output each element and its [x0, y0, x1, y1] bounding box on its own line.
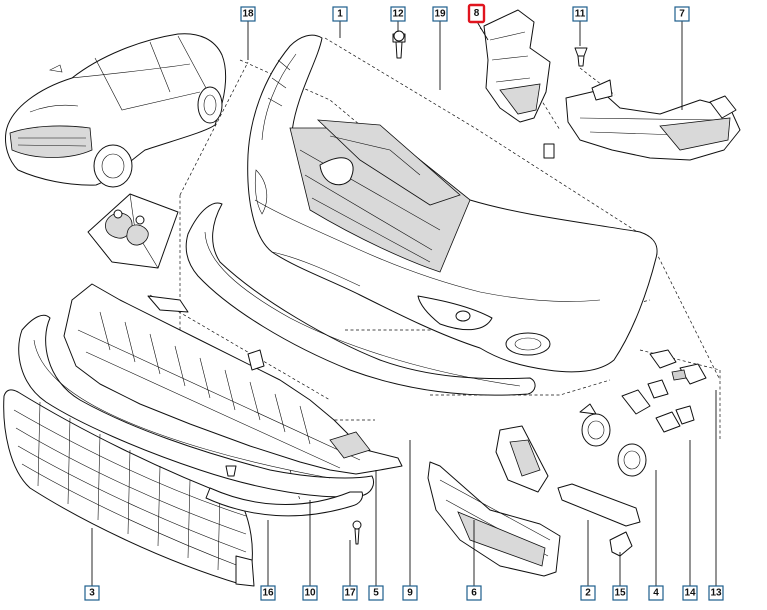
towing-eye-cover — [609, 531, 633, 557]
car-illustration — [5, 33, 227, 188]
callout-13: 13 — [708, 585, 724, 601]
callout-17: 17 — [342, 585, 358, 601]
callout-5-label: 5 — [373, 588, 379, 599]
callout-15: 15 — [612, 585, 628, 601]
callout-10-label: 10 — [304, 588, 316, 599]
callout-19: 19 — [432, 6, 448, 22]
upper-bumper-trim — [185, 202, 536, 396]
left-fender-bracket — [483, 9, 555, 159]
callout-8-highlighted: 8 — [467, 3, 486, 24]
callout-9: 9 — [402, 585, 418, 601]
fog-lamp-brackets — [621, 379, 695, 433]
callout-18: 18 — [240, 6, 256, 22]
callout-5: 5 — [368, 585, 384, 601]
callout-1-label: 1 — [337, 9, 343, 20]
clip-17 — [352, 520, 362, 545]
callout-4-label: 4 — [653, 588, 659, 599]
lower-air-intake-grille — [427, 461, 561, 577]
callout-16: 16 — [260, 585, 276, 601]
callout-10: 10 — [302, 585, 318, 601]
callout-11: 11 — [572, 6, 588, 22]
callout-3-label: 3 — [89, 588, 95, 599]
front-bumper-cover — [247, 34, 658, 373]
callout-2: 2 — [580, 585, 596, 601]
callout-17-label: 17 — [344, 588, 356, 599]
callout-13-label: 13 — [710, 588, 722, 599]
leader-lines — [91, 19, 717, 586]
callout-11-label: 11 — [575, 9, 586, 20]
lower-trim-strip — [205, 487, 363, 517]
callout-14: 14 — [682, 585, 698, 601]
callout-16-label: 16 — [262, 588, 274, 599]
bumper-mounting-clips — [649, 349, 707, 385]
callout-4: 4 — [648, 585, 664, 601]
callout-14-label: 14 — [684, 588, 696, 599]
fog-lamp-bezels — [495, 425, 641, 527]
bumper-reinforcement-absorber — [63, 283, 403, 477]
fastener-screw-12 — [392, 30, 406, 59]
callout-9-label: 9 — [407, 588, 413, 599]
callout-8-label: 8 — [474, 8, 480, 19]
callout-12: 12 — [390, 6, 406, 22]
right-undertray-bracket — [565, 79, 741, 161]
lower-bumper-spoiler — [18, 314, 374, 498]
callout-3: 3 — [84, 585, 100, 601]
callout-7: 7 — [674, 6, 690, 22]
radiator-grille — [3, 389, 255, 587]
callout-15-label: 15 — [614, 588, 626, 599]
callouts: 18 1 12 19 8 11 7 3 16 10 17 — [84, 3, 724, 601]
clip-kit-box — [87, 193, 179, 269]
callout-6: 6 — [466, 585, 482, 601]
callout-18-label: 18 — [242, 9, 254, 20]
callout-1: 1 — [332, 6, 348, 22]
callout-19-label: 19 — [434, 9, 446, 20]
callout-12-label: 12 — [392, 9, 404, 20]
fastener-clip-11 — [574, 47, 588, 67]
callout-2-label: 2 — [585, 588, 591, 599]
callout-6-label: 6 — [471, 588, 477, 599]
callout-7-label: 7 — [679, 9, 685, 20]
fog-lamps — [579, 403, 647, 477]
